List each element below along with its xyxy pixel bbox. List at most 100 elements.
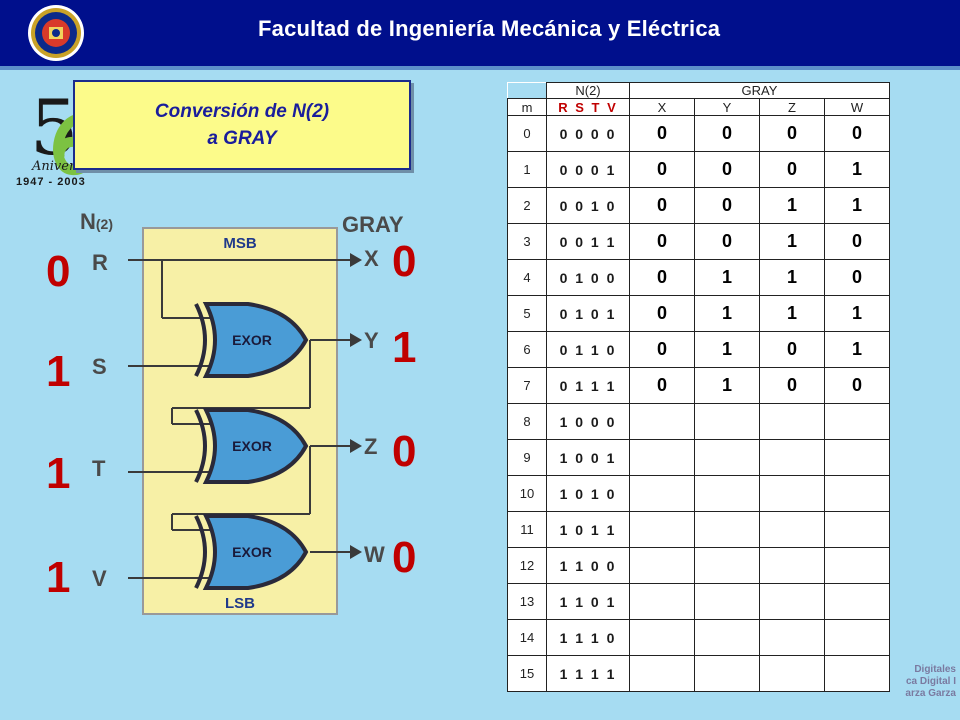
- row-gray-x: 0: [629, 115, 695, 152]
- col-header-m: m: [507, 98, 547, 116]
- row-gray-z: 1: [759, 223, 825, 260]
- row-gray-y: [694, 439, 760, 476]
- row-gray-x: [629, 655, 695, 692]
- row-binary: 0 0 1 1: [546, 223, 630, 260]
- row-binary: 0 1 1 1: [546, 367, 630, 404]
- row-gray-z: 1: [759, 259, 825, 296]
- input-value-r: 0: [46, 247, 70, 296]
- row-binary: 1 1 1 1: [546, 655, 630, 692]
- row-gray-z: [759, 583, 825, 620]
- row-gray-x: [629, 511, 695, 548]
- row-gray-x: [629, 403, 695, 440]
- row-gray-y: 0: [694, 187, 760, 224]
- row-gray-z: 0: [759, 367, 825, 404]
- row-gray-w: [824, 547, 890, 584]
- row-gray-y: [694, 655, 760, 692]
- row-gray-x: [629, 583, 695, 620]
- row-index: 10: [507, 475, 547, 512]
- row-gray-z: [759, 403, 825, 440]
- row-index: 4: [507, 259, 547, 296]
- output-value-w: 0: [392, 533, 416, 582]
- row-gray-w: 0: [824, 223, 890, 260]
- row-gray-x: [629, 547, 695, 584]
- row-index: 1: [507, 151, 547, 188]
- row-index: 7: [507, 367, 547, 404]
- row-gray-x: 0: [629, 187, 695, 224]
- row-gray-y: [694, 619, 760, 656]
- row-index: 12: [507, 547, 547, 584]
- row-gray-y: 0: [694, 151, 760, 188]
- row-gray-x: 0: [629, 223, 695, 260]
- row-gray-y: 1: [694, 367, 760, 404]
- row-gray-w: 0: [824, 115, 890, 152]
- output-name-x: X: [364, 246, 379, 271]
- row-binary: 1 1 0 1: [546, 583, 630, 620]
- row-binary: 1 1 1 0: [546, 619, 630, 656]
- header-title: Facultad de Ingeniería Mecánica y Eléctr…: [258, 16, 721, 41]
- row-gray-x: 0: [629, 151, 695, 188]
- anniversary-years: 1947 - 2003: [16, 176, 86, 188]
- row-gray-w: 1: [824, 331, 890, 368]
- output-name-z: Z: [364, 434, 377, 459]
- row-gray-w: [824, 439, 890, 476]
- row-gray-x: 0: [629, 331, 695, 368]
- group-gray-label: GRAY: [629, 82, 890, 99]
- row-index: 13: [507, 583, 547, 620]
- msb-label: MSB: [223, 235, 257, 252]
- row-gray-y: [694, 475, 760, 512]
- row-gray-w: [824, 619, 890, 656]
- row-gray-y: 1: [694, 295, 760, 332]
- row-index: 8: [507, 403, 547, 440]
- row-binary: 1 0 0 1: [546, 439, 630, 476]
- group-n-label: N(2): [546, 82, 630, 99]
- row-gray-x: 0: [629, 367, 695, 404]
- row-gray-z: [759, 511, 825, 548]
- output-value-z: 0: [392, 427, 416, 476]
- row-index: 14: [507, 619, 547, 656]
- row-gray-w: [824, 403, 890, 440]
- row-binary: 0 0 0 0: [546, 115, 630, 152]
- input-name-s: S: [92, 354, 107, 379]
- slide-title-line2: a GRAY: [207, 128, 277, 149]
- svg-text:N(2): N(2): [80, 209, 113, 234]
- row-gray-z: 0: [759, 151, 825, 188]
- table-group-header: N(2) GRAY: [507, 82, 890, 99]
- row-gray-z: [759, 655, 825, 692]
- input-name-t: T: [92, 456, 106, 481]
- col-header-z: Z: [759, 98, 825, 116]
- header-divider: [0, 66, 960, 70]
- row-gray-x: [629, 475, 695, 512]
- row-gray-z: [759, 475, 825, 512]
- row-index: 15: [507, 655, 547, 692]
- output-name-w: W: [364, 542, 385, 567]
- input-subscript: (2): [96, 216, 113, 232]
- row-gray-x: 0: [629, 259, 695, 296]
- row-gray-w: 1: [824, 187, 890, 224]
- row-binary: 0 0 0 1: [546, 151, 630, 188]
- input-label: N: [80, 209, 96, 234]
- input-value-t: 1: [46, 449, 70, 498]
- slide-title-box: Conversión de N(2) a GRAY: [73, 80, 411, 170]
- header-bar: Facultad de Ingeniería Mecánica y Eléctr…: [0, 0, 960, 66]
- row-gray-z: 1: [759, 187, 825, 224]
- row-gray-z: [759, 439, 825, 476]
- output-name-y: Y: [364, 328, 379, 353]
- row-gray-w: [824, 511, 890, 548]
- row-gray-y: [694, 511, 760, 548]
- row-binary: 0 1 1 0: [546, 331, 630, 368]
- col-header-x: X: [629, 98, 695, 116]
- row-gray-x: [629, 619, 695, 656]
- university-seal-icon: [28, 5, 84, 61]
- row-gray-w: [824, 583, 890, 620]
